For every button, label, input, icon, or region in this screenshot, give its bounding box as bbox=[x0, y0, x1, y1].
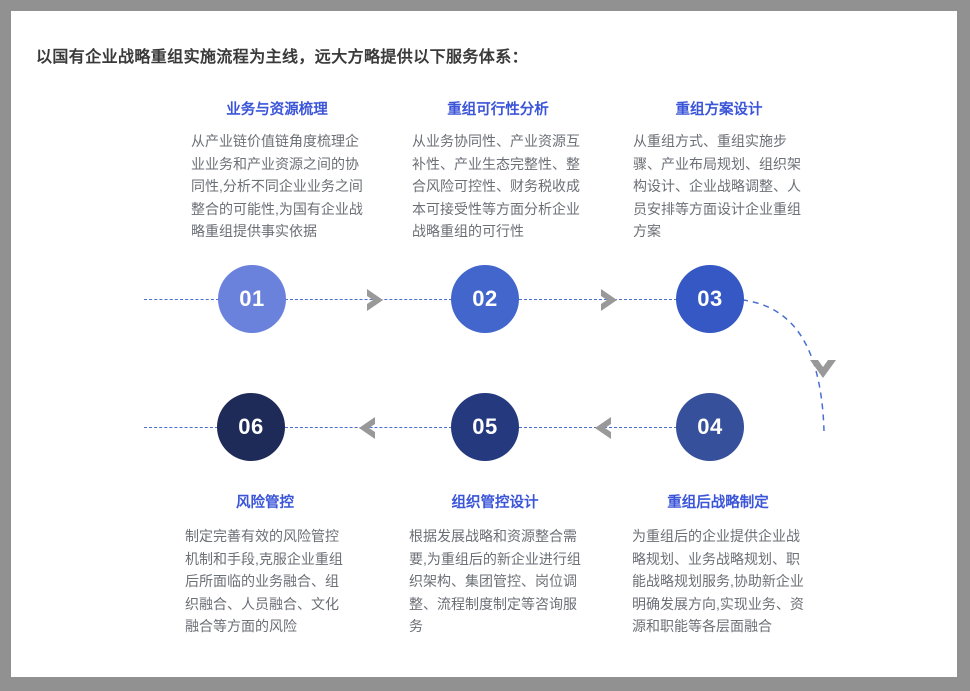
step-block-06: 风险管控 制定完善有效的风险管控机制和手段,克服企业重组后所面临的业务融合、组织… bbox=[179, 493, 351, 638]
step-body-06: 制定完善有效的风险管控机制和手段,克服企业重组后所面临的业务融合、组织融合、人员… bbox=[185, 528, 343, 634]
step-circle-05[interactable]: 05 bbox=[451, 393, 519, 461]
step-block-01: 业务与资源梳理 从产业链价值链角度梳理企业业务和产业资源之间的协同性,分析不同企… bbox=[191, 100, 363, 243]
step-block-03: 重组方案设计 从重组方式、重组实施步骤、产业布局规划、组织架构设计、企业战略调整… bbox=[633, 100, 805, 243]
slide-page: 以国有企业战略重组实施流程为主线，远大方略提供以下服务体系： 业务与资源梳理 从… bbox=[11, 11, 957, 677]
step-heading-06: 风险管控 bbox=[236, 495, 294, 511]
connector-line-start bbox=[144, 299, 219, 300]
connector-curve-03-04 bbox=[731, 291, 846, 441]
step-circle-02[interactable]: 02 bbox=[451, 265, 519, 333]
step-body-02: 从业务协同性、产业资源互补性、产业生态完整性、整合风险可控性、财务税收成本可接受… bbox=[412, 133, 580, 239]
step-heading-01: 业务与资源梳理 bbox=[226, 102, 328, 118]
step-heading-04: 重组后战略制定 bbox=[667, 495, 769, 511]
chevron-left-icon bbox=[587, 413, 617, 443]
step-heading-05: 组织管控设计 bbox=[451, 495, 539, 511]
step-block-04: 重组后战略制定 为重组后的企业提供企业战略规划、业务战略规划、职能战略规划服务,… bbox=[632, 493, 804, 638]
step-circle-06[interactable]: 06 bbox=[217, 393, 285, 461]
chevron-down-icon bbox=[806, 353, 840, 387]
step-circle-04[interactable]: 04 bbox=[676, 393, 744, 461]
connector-line-end bbox=[144, 427, 218, 428]
page-title: 以国有企业战略重组实施流程为主线，远大方略提供以下服务体系： bbox=[36, 49, 529, 66]
step-heading-02: 重组可行性分析 bbox=[447, 102, 549, 118]
connector-line-05-06 bbox=[285, 427, 452, 428]
step-body-04: 为重组后的企业提供企业战略规划、业务战略规划、职能战略规划服务,协助新企业明确发… bbox=[632, 528, 804, 634]
step-body-05: 根据发展战略和资源整合需要,为重组后的新企业进行组织架构、集团管控、岗位调整、流… bbox=[409, 528, 581, 634]
chevron-right-icon bbox=[361, 285, 391, 315]
step-body-01: 从产业链价值链角度梳理企业业务和产业资源之间的协同性,分析不同企业业务之间整合的… bbox=[191, 133, 363, 239]
connector-line-01-02 bbox=[285, 299, 452, 300]
step-heading-03: 重组方案设计 bbox=[675, 102, 763, 118]
step-circle-01[interactable]: 01 bbox=[218, 265, 286, 333]
step-body-03: 从重组方式、重组实施步骤、产业布局规划、组织架构设计、企业战略调整、人员安排等方… bbox=[633, 133, 801, 239]
connector-line-02-03 bbox=[519, 299, 677, 300]
chevron-right-icon bbox=[595, 285, 625, 315]
connector-line-04-05 bbox=[519, 427, 677, 428]
step-block-02: 重组可行性分析 从业务协同性、产业资源互补性、产业生态完整性、整合风险可控性、财… bbox=[412, 100, 584, 243]
step-circle-03[interactable]: 03 bbox=[676, 265, 744, 333]
step-block-05: 组织管控设计 根据发展战略和资源整合需要,为重组后的新企业进行组织架构、集团管控… bbox=[409, 493, 581, 638]
chevron-left-icon bbox=[351, 413, 381, 443]
